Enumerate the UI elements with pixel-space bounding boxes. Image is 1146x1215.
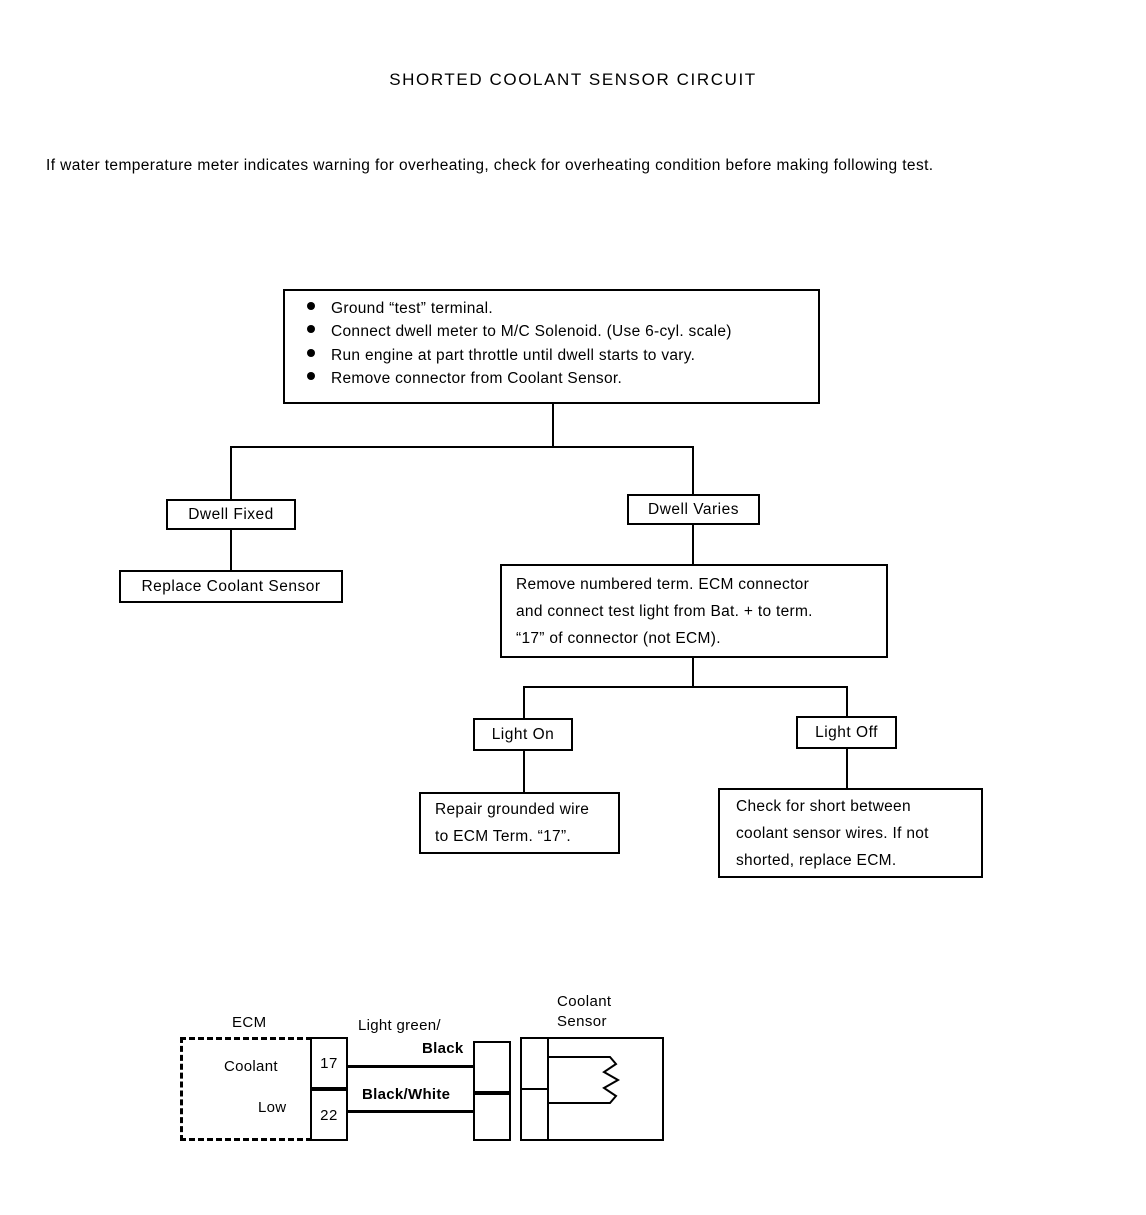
connector-bar-branch1 bbox=[230, 446, 693, 448]
pin-label-coolant: Coolant bbox=[224, 1058, 278, 1075]
node-light-on: Light On bbox=[473, 718, 573, 751]
pin-label-low: Low bbox=[258, 1099, 287, 1116]
terminal-number: 22 bbox=[320, 1106, 338, 1124]
instruction-item: Remove connector from Coolant Sensor. bbox=[285, 370, 818, 393]
intro-paragraph: If water temperature meter indicates war… bbox=[46, 157, 934, 174]
ecm-enclosure bbox=[180, 1037, 312, 1141]
connector-light-on-to-result bbox=[523, 751, 525, 793]
coolant-sensor-label-line2: Sensor bbox=[557, 1013, 607, 1030]
node-dwell-varies-label: Dwell Varies bbox=[648, 500, 739, 518]
coolant-sensor-label-line1: Coolant bbox=[557, 993, 612, 1010]
terminal-cell-22: 22 bbox=[310, 1089, 348, 1141]
connector-stem-main bbox=[552, 404, 554, 447]
instruction-item: Run engine at part throttle until dwell … bbox=[285, 347, 818, 370]
coolant-sensor-internals bbox=[522, 1039, 621, 1139]
node-light-on-label: Light On bbox=[491, 725, 555, 743]
result-line: Check for short between bbox=[736, 797, 911, 815]
wire-label-black: Black bbox=[422, 1040, 464, 1057]
bullet-icon bbox=[307, 371, 315, 380]
instruction-box: Ground “test” terminal. Connect dwell me… bbox=[283, 289, 820, 404]
bullet-icon bbox=[307, 325, 315, 334]
connector-to-light-on bbox=[523, 686, 525, 719]
result-replace-coolant-sensor-label: Replace Coolant Sensor bbox=[141, 577, 321, 595]
connector-dwell-fixed-to-result bbox=[230, 530, 232, 571]
result-line: shorted, replace ECM. bbox=[736, 851, 897, 869]
instruction-label: Ground “test” terminal. bbox=[331, 300, 493, 317]
result-line: to ECM Term. “17”. bbox=[435, 828, 572, 845]
connector-dwell-varies-to-action bbox=[692, 525, 694, 565]
coolant-sensor-body bbox=[520, 1037, 664, 1141]
node-light-off: Light Off bbox=[796, 716, 897, 749]
result-check-for-short: Check for short between coolant sensor w… bbox=[718, 788, 983, 878]
connector-stem-branch2 bbox=[692, 658, 694, 687]
connector-light-off-to-result bbox=[846, 749, 848, 789]
page-title: SHORTED COOLANT SENSOR CIRCUIT bbox=[389, 70, 757, 89]
action-line: Remove numbered term. ECM connector bbox=[516, 575, 810, 593]
bullet-icon bbox=[307, 302, 315, 310]
wire-label-black-white: Black/White bbox=[362, 1086, 451, 1103]
wire-label-light-green: Light green/ bbox=[358, 1017, 441, 1034]
connector-to-light-off bbox=[846, 686, 848, 716]
result-repair-grounded-wire: Repair grounded wire to ECM Term. “17”. bbox=[419, 792, 620, 854]
wire-light-green-black bbox=[348, 1065, 475, 1068]
harness-connector-cell-top bbox=[473, 1041, 511, 1093]
instruction-label: Remove connector from Coolant Sensor. bbox=[331, 369, 623, 387]
result-line: coolant sensor wires. If not bbox=[736, 824, 929, 842]
connector-to-dwell-varies bbox=[692, 446, 694, 494]
instruction-item: Connect dwell meter to M/C Solenoid. (Us… bbox=[285, 323, 818, 346]
result-line: Repair grounded wire bbox=[435, 801, 590, 818]
ecm-label: ECM bbox=[232, 1014, 267, 1031]
connector-to-dwell-fixed bbox=[230, 446, 232, 501]
instruction-label: Run engine at part throttle until dwell … bbox=[331, 346, 696, 364]
node-dwell-fixed-label: Dwell Fixed bbox=[188, 505, 274, 523]
terminal-number: 17 bbox=[320, 1054, 338, 1072]
action-line: and connect test light from Bat. + to te… bbox=[516, 602, 813, 620]
node-light-off-label: Light Off bbox=[815, 723, 878, 741]
instruction-item: Ground “test” terminal. bbox=[285, 300, 818, 323]
node-dwell-varies: Dwell Varies bbox=[627, 494, 760, 525]
instruction-label: Connect dwell meter to M/C Solenoid. (Us… bbox=[331, 323, 732, 341]
connector-bar-branch2 bbox=[523, 686, 848, 688]
action-line: “17” of connector (not ECM). bbox=[516, 629, 721, 647]
node-dwell-fixed: Dwell Fixed bbox=[166, 499, 296, 530]
result-replace-coolant-sensor: Replace Coolant Sensor bbox=[119, 570, 343, 603]
bullet-icon bbox=[307, 348, 315, 357]
action-remove-numbered-term: Remove numbered term. ECM connector and … bbox=[500, 564, 888, 658]
harness-connector-cell-bottom bbox=[473, 1093, 511, 1141]
terminal-cell-17: 17 bbox=[310, 1037, 348, 1089]
wire-black-white bbox=[348, 1110, 475, 1113]
